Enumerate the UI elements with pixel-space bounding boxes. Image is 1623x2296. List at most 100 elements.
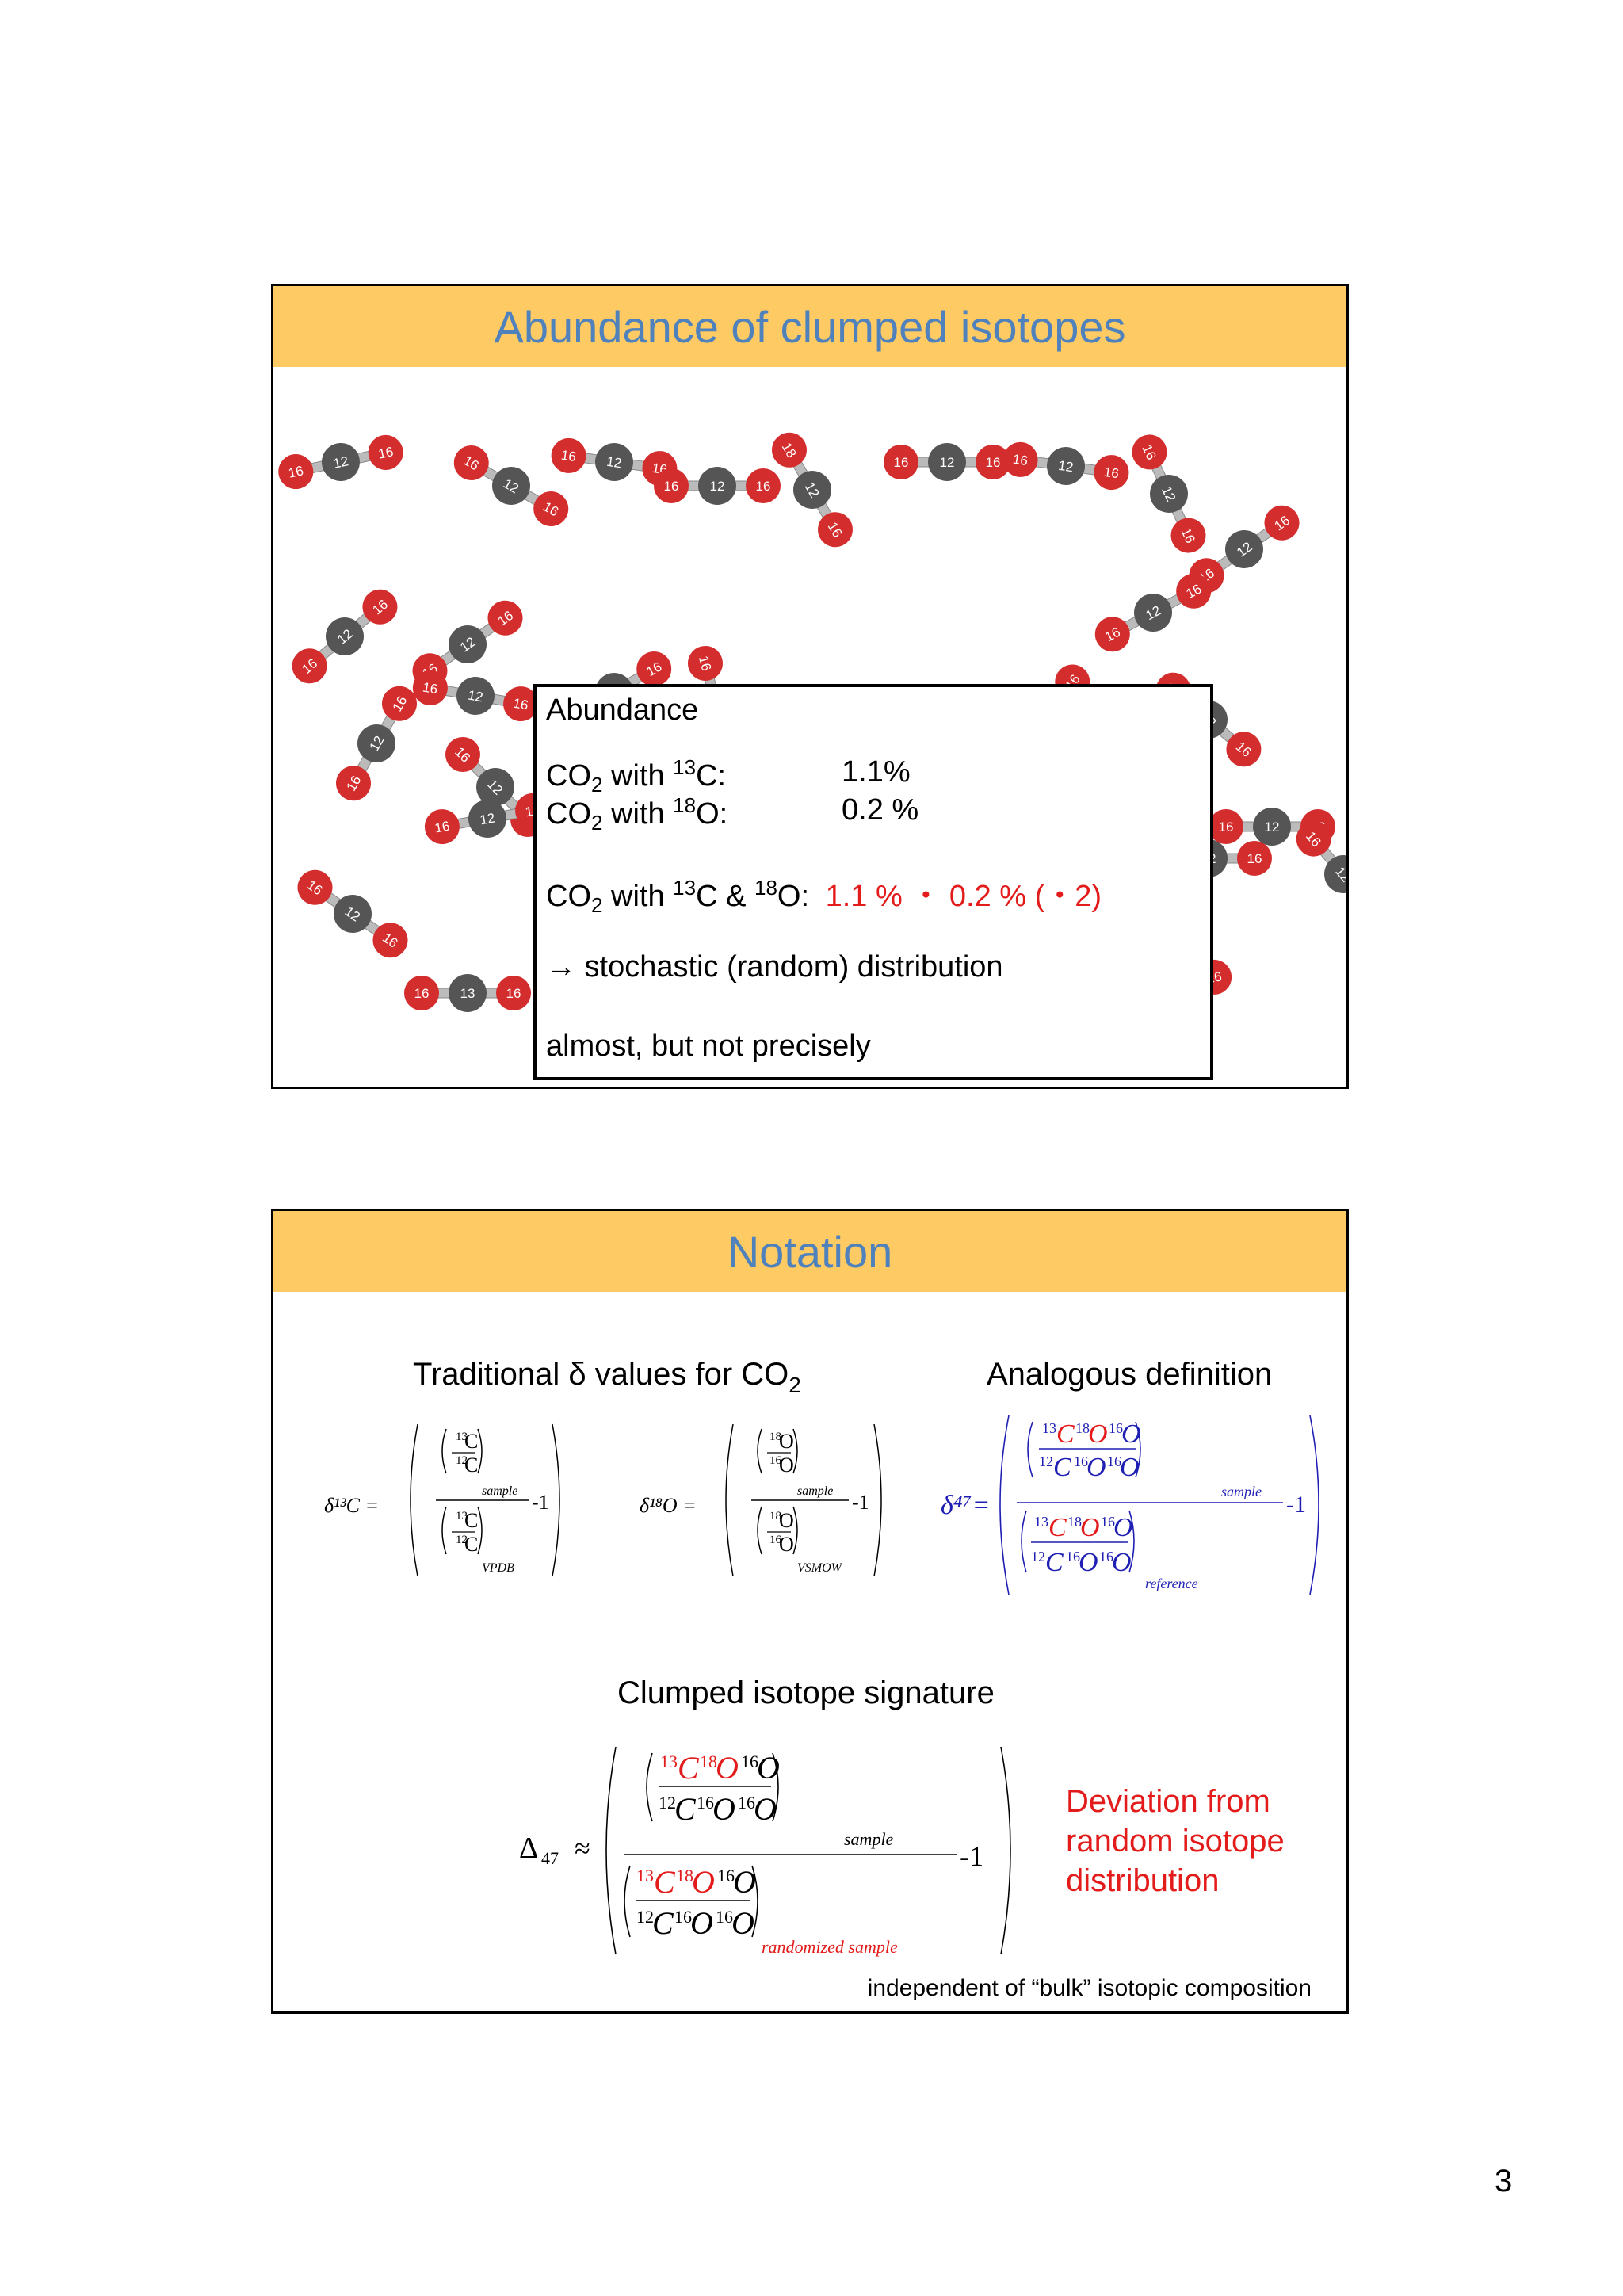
atom-label: 16 xyxy=(664,479,679,494)
oxygen-atom xyxy=(818,512,853,548)
oxygen-atom xyxy=(278,454,314,490)
atom-label: 16 xyxy=(433,819,451,836)
svg-text:O: O xyxy=(1088,1419,1108,1449)
equation-Delta47: Δ 47 ≈ 13 C 18 O 16 O 12 C 16 O 16 O sam xyxy=(519,1746,1011,1957)
analogous-heading: Analogous definition xyxy=(987,1357,1273,1392)
carbon-atom xyxy=(595,443,633,481)
svg-text:O: O xyxy=(731,1905,754,1941)
abundance-row-13c: CO2 with 13C: xyxy=(546,755,727,797)
svg-text:C: C xyxy=(464,1533,478,1556)
svg-text:O: O xyxy=(1080,1513,1100,1542)
svg-text:12: 12 xyxy=(1039,1454,1053,1469)
svg-text:-1: -1 xyxy=(960,1840,983,1872)
svg-text:16: 16 xyxy=(738,1793,755,1813)
oxygen-atom xyxy=(1094,455,1129,491)
slide-title: Notation xyxy=(273,1211,1346,1292)
abundance-value-13c: 1.1% xyxy=(842,755,911,789)
traditional-heading: Traditional δ values for CO2 xyxy=(413,1357,801,1397)
svg-text:O: O xyxy=(692,1864,715,1900)
svg-text:18: 18 xyxy=(676,1866,693,1885)
oxygen-atom xyxy=(746,468,781,503)
svg-text:sample: sample xyxy=(1221,1484,1262,1499)
svg-text:O: O xyxy=(779,1533,794,1556)
svg-text:16: 16 xyxy=(716,1907,733,1927)
svg-text:-1: -1 xyxy=(852,1491,869,1514)
eq-lhs: Δ xyxy=(519,1832,538,1865)
oxygen-atom xyxy=(1226,732,1262,767)
svg-text:randomized sample: randomized sample xyxy=(762,1937,898,1957)
svg-text:18: 18 xyxy=(769,1431,781,1443)
equation-delta13c: δ¹³C = 13 C 12 C sample -1 13 C 12 C VPD… xyxy=(324,1423,560,1577)
oxygen-atom xyxy=(372,923,408,958)
oxygen-atom xyxy=(1002,441,1038,477)
svg-text:O: O xyxy=(1112,1548,1132,1577)
atom-label: 13 xyxy=(460,986,475,1001)
svg-text:O: O xyxy=(779,1509,794,1532)
oxygen-atom xyxy=(382,686,417,721)
atom-label: 12 xyxy=(1265,819,1280,835)
atom-label: 16 xyxy=(414,986,430,1001)
svg-text:16: 16 xyxy=(1099,1549,1113,1564)
oxygen-atom xyxy=(292,648,327,684)
svg-text:18: 18 xyxy=(700,1752,717,1771)
atom-label: 16 xyxy=(986,455,1001,470)
carbon-atom xyxy=(1047,447,1085,485)
svg-text:O: O xyxy=(779,1430,794,1453)
svg-text:C: C xyxy=(652,1905,674,1941)
svg-text:O: O xyxy=(1113,1513,1133,1542)
svg-text:O: O xyxy=(754,1791,777,1827)
independent-note: independent of “bulk” isotopic compositi… xyxy=(867,1975,1312,2001)
oxygen-atom xyxy=(687,645,723,681)
svg-text:C: C xyxy=(1048,1513,1067,1542)
clumped-heading: Clumped isotope signature xyxy=(617,1675,995,1710)
atom-label: 12 xyxy=(940,455,955,470)
svg-text:16: 16 xyxy=(1107,1454,1121,1469)
svg-text:16: 16 xyxy=(697,1793,714,1813)
equation-delta18o: δ¹⁸O = 18 O 16 O sample -1 18 O 16 O VSM… xyxy=(640,1423,882,1577)
svg-text:C: C xyxy=(1053,1453,1071,1482)
carbon-atom xyxy=(468,800,506,838)
oxygen-atom xyxy=(1264,505,1300,541)
svg-text:C: C xyxy=(674,1791,697,1827)
svg-text:O: O xyxy=(690,1905,713,1941)
almost-text: almost, but not precisely xyxy=(546,1030,871,1063)
atom-label: 12 xyxy=(605,454,622,471)
atom-label: 12 xyxy=(332,453,349,472)
abundance-value-18o: 0.2 % xyxy=(842,793,919,827)
eq-lhs: δ¹⁸O = xyxy=(640,1494,697,1517)
svg-text:C: C xyxy=(1056,1419,1075,1449)
abundance-row-clumped: CO2 with 13C & 18O: 1.1 % ・ 0.2 % (・2) xyxy=(546,876,1102,917)
carbon-atom xyxy=(1134,594,1172,632)
oxygen-atom xyxy=(1094,617,1130,652)
svg-text:O: O xyxy=(733,1864,756,1900)
atom-label: 16 xyxy=(1103,464,1120,481)
svg-text:sample: sample xyxy=(844,1829,894,1849)
svg-text:18: 18 xyxy=(769,1510,781,1522)
atom-label: 16 xyxy=(756,479,771,494)
abundance-box: Abundance CO2 with 13C: 1.1% CO2 with 18… xyxy=(533,684,1213,1080)
carbon-atom xyxy=(1253,808,1291,846)
oxygen-atom xyxy=(404,976,439,1010)
oxygen-atom xyxy=(424,809,460,845)
eq-lhs: δ¹³C = xyxy=(324,1494,379,1517)
svg-text:13: 13 xyxy=(1034,1514,1048,1530)
svg-text:VPDB: VPDB xyxy=(482,1561,514,1575)
svg-text:O: O xyxy=(1121,1419,1141,1449)
carbon-atom xyxy=(334,895,372,933)
atom-label: 16 xyxy=(696,655,714,673)
carbon-atom xyxy=(928,443,966,481)
oxygen-atom xyxy=(772,432,807,468)
svg-text:C: C xyxy=(654,1864,676,1900)
carbon-atom xyxy=(492,467,530,505)
oxygen-atom xyxy=(551,437,586,473)
abundance-heading: Abundance xyxy=(546,693,699,727)
